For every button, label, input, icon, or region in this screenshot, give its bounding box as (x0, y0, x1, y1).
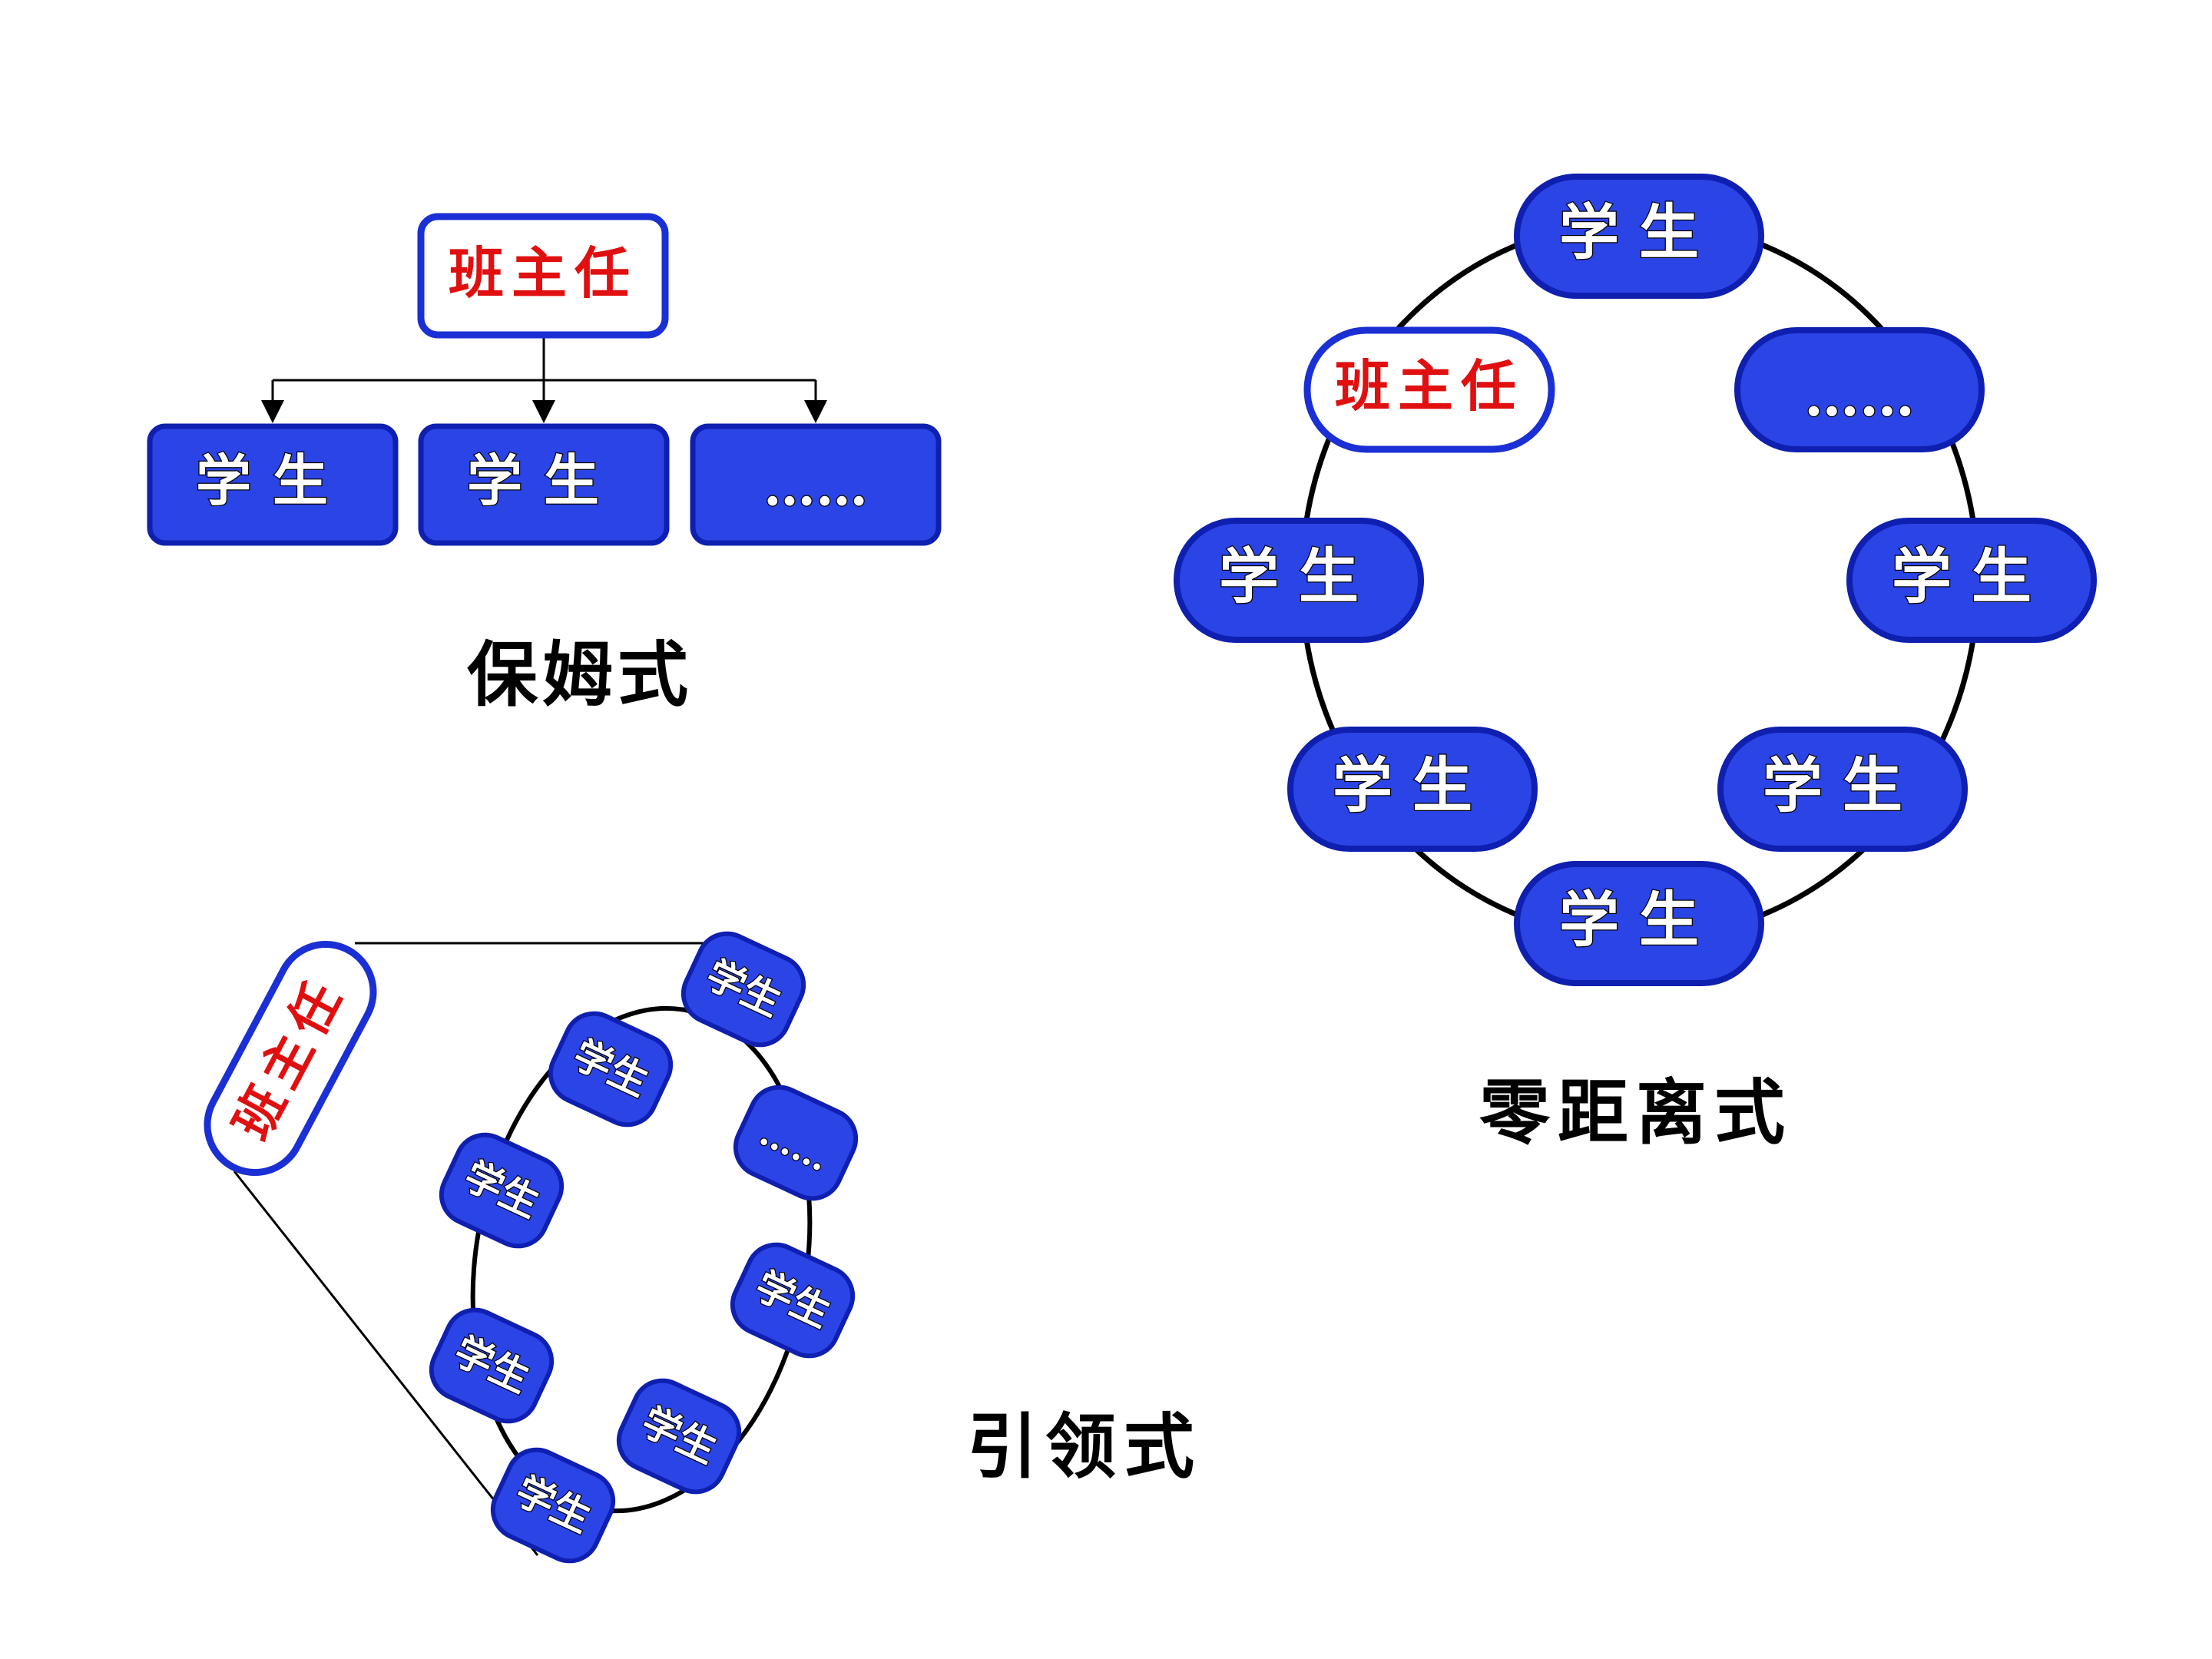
teacher-pill: 班主任 (204, 940, 377, 1177)
student-label: 学生 (467, 448, 621, 513)
ellipsis-label: …… (1804, 363, 1915, 429)
student-label: 学生 (1559, 198, 1719, 268)
nanny-caption: 保姆式 (467, 634, 693, 716)
student-node: 学生 (490, 1447, 616, 1564)
funnel-line-bottom (233, 1171, 539, 1556)
student-label: 学生 (1559, 886, 1719, 955)
student-box: 学生 (147, 423, 399, 546)
teacher-label: 班主任 (449, 240, 637, 306)
teacher-label: 班主任 (1335, 353, 1524, 419)
student-pill: 学生 (1514, 174, 1764, 299)
ellipsis-pill: …… (1734, 327, 1985, 452)
student-pill: 学生 (1174, 518, 1424, 643)
guiding-diagram: 班主任 学生 …… 学生 学生 学生 学生 学生 (204, 931, 1202, 1564)
student-pill: 学生 (1287, 727, 1538, 852)
teacher-box: 班主任 (417, 213, 669, 339)
student-node: 学生 (548, 1011, 674, 1128)
student-node: 学生 (680, 931, 806, 1048)
student-pill: 学生 (1717, 727, 1968, 852)
student-pill: 学生 (1846, 518, 2097, 643)
student-node: 学生 (429, 1307, 555, 1424)
ellipsis-label: …… (763, 457, 868, 518)
student-box: 学生 (418, 423, 670, 546)
student-label: 学生 (196, 448, 349, 513)
student-label: 学生 (1892, 542, 2051, 612)
student-pill: 学生 (1514, 861, 1764, 986)
student-node: 学生 (730, 1242, 856, 1359)
student-label: 学生 (1219, 542, 1379, 612)
ellipsis-node: …… (733, 1084, 859, 1201)
student-node: 学生 (439, 1132, 565, 1249)
ellipsis-box: …… (690, 423, 942, 546)
student-label: 学生 (1333, 751, 1492, 821)
zero-distance-caption: 零距离式 (1479, 1071, 1793, 1154)
guiding-caption: 引领式 (967, 1406, 1202, 1488)
student-label: 学生 (1763, 751, 1922, 821)
nanny-diagram: 班主任 学生 学生 …… 保姆式 (147, 213, 942, 716)
student-node: 学生 (616, 1378, 742, 1495)
teacher-pill: 班主任 (1303, 326, 1555, 453)
zero-distance-diagram: 学生 …… 学生 学生 学生 学生 学生 班主任 零距离式 (1174, 174, 2097, 1154)
